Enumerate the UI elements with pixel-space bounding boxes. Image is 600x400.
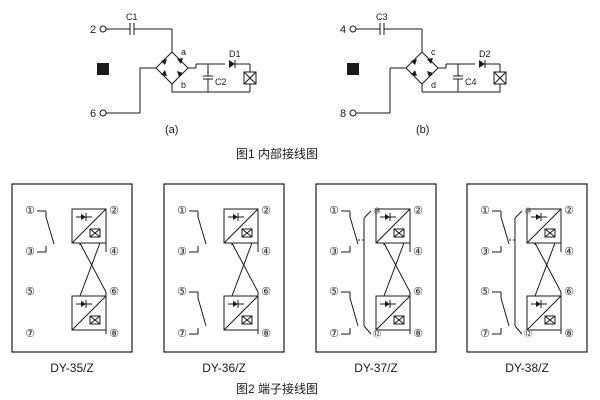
node-a-label: a <box>181 47 186 57</box>
left-terminal: ⑦ <box>25 328 35 340</box>
right-terminal: ⑥ <box>413 286 423 298</box>
terminal-8-label: 8 <box>340 108 346 120</box>
terminal-2-circle <box>99 25 107 33</box>
terminal-4-label: 4 <box>340 24 346 36</box>
extra-terminal: ⑩ <box>373 207 380 216</box>
terminal-2-label: 2 <box>90 24 96 36</box>
relay-block-lower <box>71 295 107 331</box>
left-terminal: ③ <box>480 246 490 258</box>
relay-block-upper <box>526 208 562 244</box>
right-terminal: ④ <box>261 246 271 258</box>
right-terminal: ⑥ <box>109 286 119 298</box>
relay-block-lower <box>223 295 259 331</box>
left-terminal: ⑤ <box>177 286 187 298</box>
right-terminal: ④ <box>109 246 119 258</box>
panel-4: ① ③ ⑤ ⑦ ② ④ ⑥ ⑧ ⑩ ⑫ DY-38/Z <box>466 183 588 375</box>
right-terminal: ② <box>109 205 119 217</box>
model-label: DY-35/Z <box>50 361 94 375</box>
black-square-a <box>97 63 109 75</box>
terminal-6-label: 6 <box>90 108 96 120</box>
figure2-caption: 图2 端子接线图 <box>236 381 318 396</box>
node-b-label: b <box>181 80 186 90</box>
left-terminal: ⑤ <box>25 286 35 298</box>
model-label: DY-37/Z <box>354 361 398 375</box>
circuit-a: 2 C1 a b C2 D1 <box>90 12 257 136</box>
diode-d2-icon <box>479 60 485 68</box>
left-terminal: ① <box>480 205 490 217</box>
left-terminal: ① <box>329 205 339 217</box>
left-terminal: ① <box>25 205 35 217</box>
left-terminal: ⑦ <box>329 328 339 340</box>
capacitor-c4-label: C4 <box>465 77 477 87</box>
capacitor-c1-label: C1 <box>126 12 138 22</box>
relay-block-lower <box>526 295 562 331</box>
right-terminal: ② <box>564 205 574 217</box>
right-terminal: ④ <box>413 246 423 258</box>
diode-d1-icon <box>229 60 235 68</box>
right-terminal: ⑧ <box>564 328 574 340</box>
capacitor-c3-label: C3 <box>376 12 388 22</box>
black-square-b <box>347 63 359 75</box>
model-label: DY-38/Z <box>505 361 549 375</box>
terminal-panels: ① ③ ⑤ ⑦ ② ④ ⑥ ⑧ DY-35/Z ① ③ ⑤ ⑦ ② ④ ⑥ ⑧ DY-36/Z ① ③ ⑤ ⑦ ② ④ ⑥ ⑧ ⑩ ⑫… <box>11 183 588 375</box>
terminal-8-circle <box>349 109 357 117</box>
right-terminal: ⑥ <box>261 286 271 298</box>
right-terminal: ⑧ <box>109 328 119 340</box>
left-terminal: ③ <box>177 246 187 258</box>
relay-block-upper <box>375 208 411 244</box>
circuit-b: 4 C3 c d C4 D2 8 <box>340 12 507 136</box>
diode-d1-label: D1 <box>229 49 241 59</box>
panel-3: ① ③ ⑤ ⑦ ② ④ ⑥ ⑧ ⑩ ⑫ DY-37/Z <box>315 183 437 375</box>
right-terminal: ② <box>413 205 423 217</box>
right-terminal: ⑥ <box>564 286 574 298</box>
circuit-b-label: (b) <box>416 124 429 136</box>
extra-terminal: ⑩ <box>524 207 531 216</box>
figure1-caption: 图1 内部接线图 <box>236 146 318 161</box>
left-terminal: ① <box>177 205 187 217</box>
circuit-a-label: (a) <box>165 124 178 136</box>
right-terminal: ⑧ <box>413 328 423 340</box>
left-terminal: ③ <box>329 246 339 258</box>
node-d-label: d <box>431 80 436 90</box>
right-terminal: ⑧ <box>261 328 271 340</box>
left-terminal: ③ <box>25 246 35 258</box>
relay-block-upper <box>223 208 259 244</box>
left-terminal: ⑦ <box>177 328 187 340</box>
left-terminal: ⑤ <box>329 286 339 298</box>
right-terminal: ② <box>261 205 271 217</box>
terminal-4-circle <box>349 25 357 33</box>
panel-2: ① ③ ⑤ ⑦ ② ④ ⑥ ⑧ DY-36/Z <box>163 183 285 375</box>
left-terminal: ⑤ <box>480 286 490 298</box>
node-c-label: c <box>431 47 436 57</box>
extra-terminal: ⑫ <box>373 330 381 339</box>
diode-d2-label: D2 <box>479 49 491 59</box>
extra-terminal: ⑫ <box>524 330 532 339</box>
capacitor-c2-label: C2 <box>215 77 227 87</box>
relay-block-upper <box>71 208 107 244</box>
model-label: DY-36/Z <box>202 361 246 375</box>
left-terminal: ⑦ <box>480 328 490 340</box>
panel-1: ① ③ ⑤ ⑦ ② ④ ⑥ ⑧ DY-35/Z <box>11 183 133 375</box>
relay-block-lower <box>375 295 411 331</box>
terminal-6-circle <box>99 109 107 117</box>
right-terminal: ④ <box>564 246 574 258</box>
